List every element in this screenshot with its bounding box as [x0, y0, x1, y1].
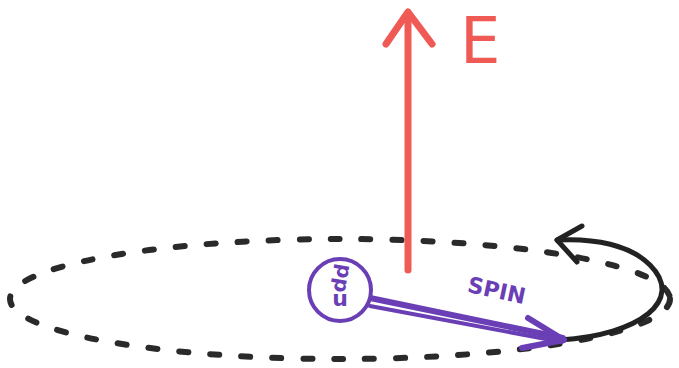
precession-arrowhead [557, 226, 582, 262]
quark-letters: u [306, 288, 374, 310]
spin-arrowhead [522, 318, 564, 348]
spin-arrow [370, 298, 563, 338]
field-label: E [460, 4, 500, 78]
quark-circle: ddu [306, 256, 374, 324]
spin-label: SPIN [465, 272, 527, 309]
field-arrowhead [386, 12, 432, 44]
field-arrow [405, 14, 412, 270]
